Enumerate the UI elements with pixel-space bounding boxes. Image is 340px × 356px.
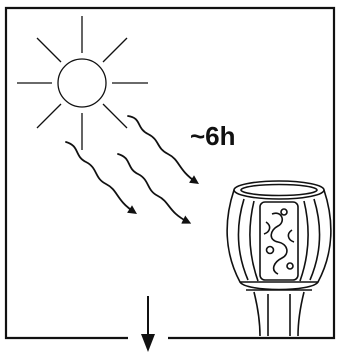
- lamp-base: [239, 281, 319, 291]
- lamp-body: [226, 189, 332, 283]
- down-arrow-icon: [141, 296, 155, 352]
- frame-outline: [4, 6, 336, 340]
- sun-icon: [17, 16, 148, 150]
- lamp-flame-panel: [259, 201, 299, 281]
- sunlight-ray-arrows: [65, 115, 199, 224]
- charge-duration-label: ~6h: [190, 121, 236, 151]
- solar-torch-lamp-icon: [226, 180, 332, 337]
- lamp-stake: [253, 291, 261, 337]
- sunlight-ray: [117, 153, 192, 224]
- sunlight-ray: [127, 115, 199, 184]
- sunlight-ray: [65, 141, 137, 214]
